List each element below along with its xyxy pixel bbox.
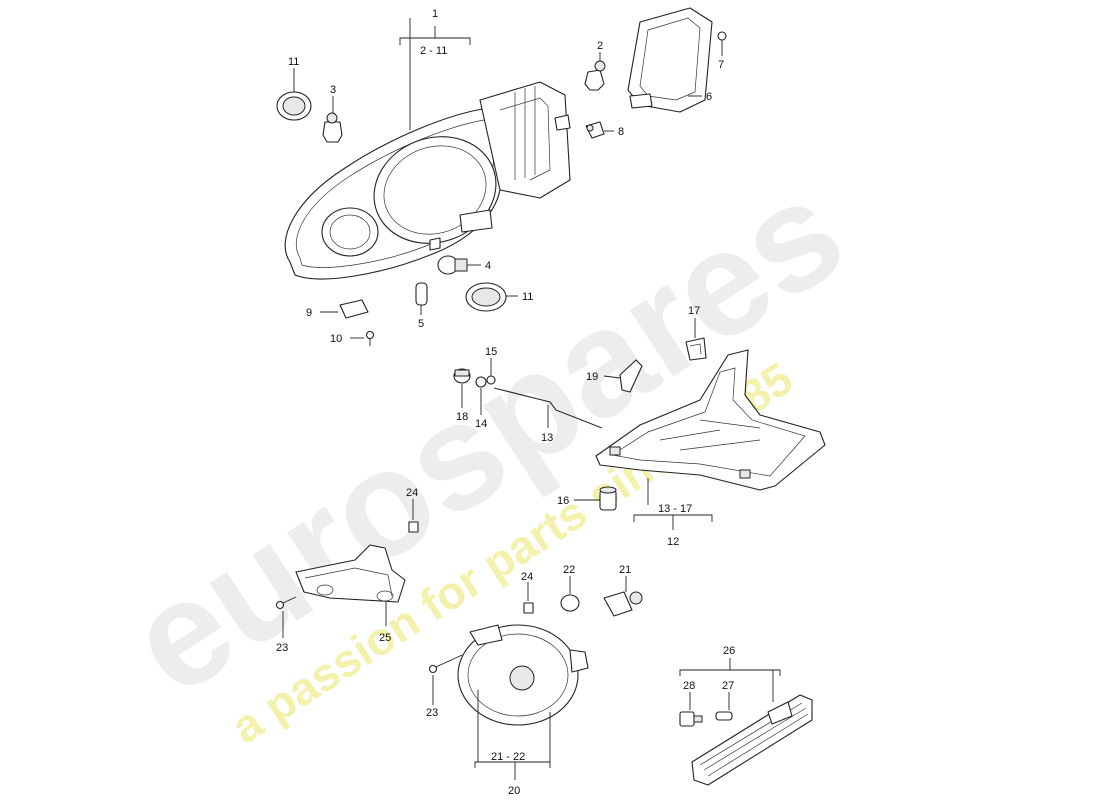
callout-3: 3 [330,84,336,96]
callout-25: 25 [379,632,391,644]
callout-28: 28 [683,680,695,692]
part-6-cover [627,7,713,113]
leader-lines [282,18,781,780]
callout-8: 8 [618,126,624,138]
callout-24-lower: 24 [521,571,533,583]
part-23-screw-lower [428,654,463,674]
callout-11-lower: 11 [522,291,533,303]
callout-11-top: 11 [288,56,299,68]
part-14-ring [475,376,487,388]
callout-13: 13 [541,432,553,444]
part-7-screw [717,31,727,52]
callout-7: 7 [718,59,724,71]
callout-2-11: 2 - 11 [420,45,447,57]
callout-1: 1 [432,8,438,20]
part-9-pad [339,299,369,319]
part-3-bulb [322,112,343,143]
callout-10: 10 [330,333,342,345]
part-13-rod [493,387,603,429]
part-24-nut-upper [408,521,419,533]
callout-21: 21 [619,564,631,576]
part-11-cap-top [276,91,312,121]
callout-13-17: 13 - 17 [658,503,692,515]
part-11-cap-lower [465,282,507,312]
callout-16: 16 [557,495,569,507]
part-27-bulb [715,711,733,721]
part-5-bulb [415,282,428,306]
callout-15: 15 [485,346,497,358]
part-24-nut-lower [523,602,534,614]
callout-14: 14 [475,418,487,430]
callout-17: 17 [688,305,700,317]
callout-19: 19 [586,371,598,383]
callout-18: 18 [456,411,468,423]
callout-2: 2 [597,40,603,52]
callout-22: 22 [563,564,575,576]
part-20-fog-light [457,624,589,726]
callout-4: 4 [485,260,491,272]
callout-21-22: 21 - 22 [491,751,525,763]
part-25-fog-bracket [295,544,406,603]
part-28-socket [679,711,703,727]
part-10-screw [365,330,375,346]
part-8-clip [585,121,605,139]
callout-6: 6 [706,91,712,103]
part-23-screw-left [275,596,297,610]
part-4-adjuster [437,255,468,275]
callout-5: 5 [418,318,424,330]
part-12-bracket [595,349,826,491]
callout-23-lower: 23 [426,707,438,719]
callout-24-upper: 24 [406,487,418,499]
headlight-assembly [284,81,571,280]
part-26-side-marker [691,694,813,786]
part-21-bulb [603,591,643,617]
part-2-bulb [584,60,606,91]
callout-12: 12 [667,536,679,548]
callout-23-left: 23 [276,642,288,654]
part-18-grommet [453,368,471,384]
callout-9: 9 [306,307,312,319]
part-15-clip [486,375,496,385]
part-22-cap [560,594,580,612]
part-16-sleeve [599,486,617,511]
callout-20: 20 [508,785,520,797]
part-19-lever [619,359,643,393]
callout-labels: 1 2 - 11 11 3 2 6 7 8 4 5 11 9 10 17 19 … [276,8,735,797]
part-17-clip [685,337,707,361]
callout-27: 27 [722,680,734,692]
callout-26: 26 [723,645,735,657]
